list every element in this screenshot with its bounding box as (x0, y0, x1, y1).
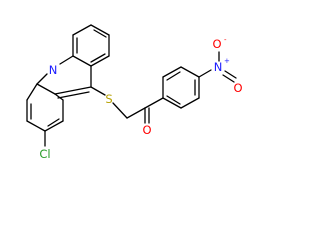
bond (90, 86, 106, 96)
bond (47, 118, 60, 127)
bond (54, 93, 64, 101)
bond (126, 107, 146, 119)
bond (36, 83, 56, 95)
bond (112, 102, 128, 119)
bond (26, 120, 46, 132)
bond (90, 53, 106, 63)
bond (90, 55, 110, 67)
bond (166, 71, 181, 81)
bond (36, 73, 48, 85)
nitro-oxygen-top-charge: - (224, 36, 227, 44)
bond (26, 83, 38, 101)
bond (72, 24, 92, 36)
ring-nitrogen-label: N (49, 63, 58, 77)
bond (166, 95, 181, 105)
nitro-nitrogen-charge: + (224, 57, 230, 65)
chlorine-label: Cl (39, 147, 50, 161)
bond (162, 97, 182, 109)
bond (180, 66, 200, 78)
nitro-oxygen-top-label: O (212, 37, 221, 51)
bond (180, 97, 200, 109)
bond (57, 91, 90, 99)
bond (59, 55, 74, 65)
atom-labels: N S Cl O N + O - O (39, 36, 242, 161)
nitro-nitrogen-label: N (214, 60, 223, 74)
molecule-figure: N S Cl O N + O - O (26, 24, 243, 161)
bond (54, 86, 92, 95)
bond (162, 66, 182, 78)
bond (144, 97, 164, 109)
bond (224, 70, 237, 79)
bond (222, 74, 235, 83)
bond (72, 55, 92, 67)
sulfur-label: S (105, 92, 112, 106)
bond (44, 120, 64, 132)
bond (93, 29, 107, 38)
bond (90, 24, 110, 36)
bond (198, 69, 212, 78)
bonds (26, 24, 237, 147)
ketone-oxygen-label: O (142, 123, 151, 137)
structure-drawing: N S Cl O N + O - O (26, 24, 243, 161)
nitro-oxygen-right-label: O (233, 81, 242, 95)
